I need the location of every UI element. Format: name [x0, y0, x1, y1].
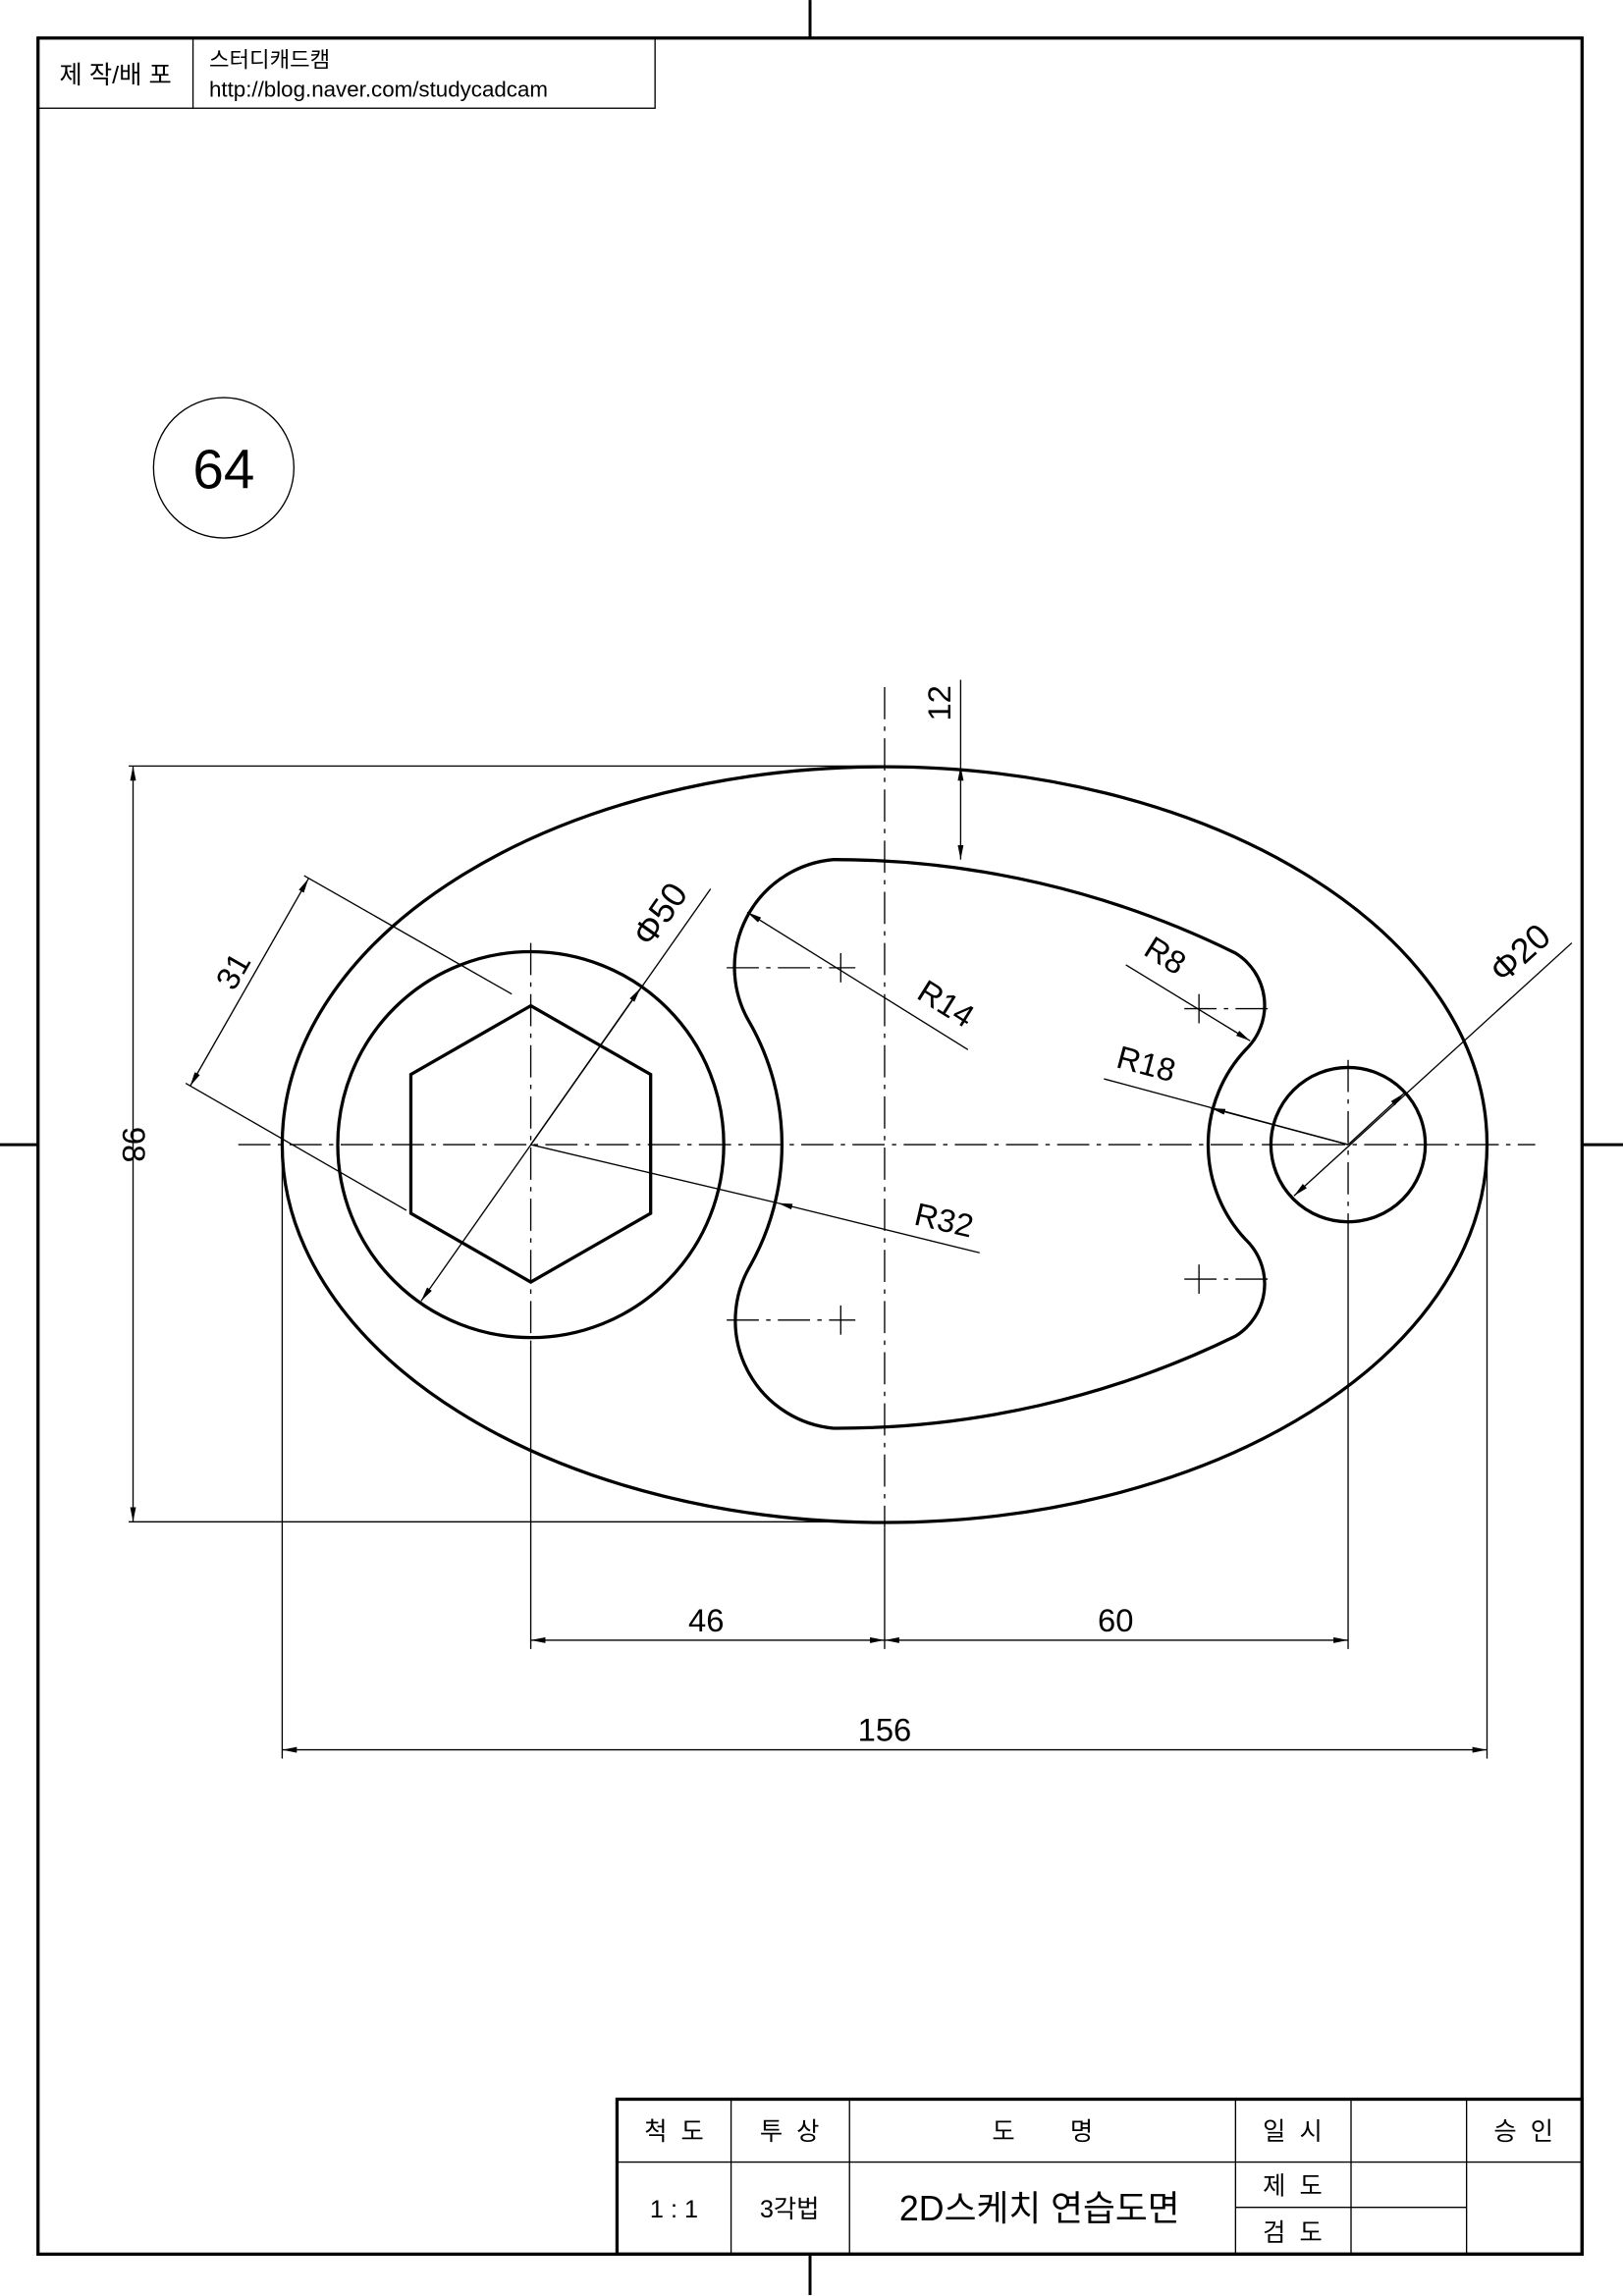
hexagon [408, 1003, 653, 1284]
date-label: 일 시 [1263, 2118, 1323, 2146]
small-hole [1269, 1065, 1428, 1224]
checked-label: 검 도 [1263, 2219, 1323, 2247]
dim-31-text: 31 [208, 946, 257, 995]
dimension-r18: R18 [1104, 1039, 1349, 1146]
dimension-r8: R8 [1125, 929, 1251, 1041]
author-header: 제 작/배 포 스터디캐드캠 http://blog.naver.com/stu… [37, 37, 656, 109]
dimension-98: 98 [116, 765, 885, 1522]
drafted-label: 제 도 [1263, 2172, 1323, 2200]
dimension-12: 12 [921, 679, 964, 860]
header-url: http://blog.naver.com/studycadcam [209, 77, 548, 101]
dimension-156: 156 [281, 1154, 1488, 1759]
dimension-phi50: Φ50 [420, 876, 712, 1302]
title-block: 척 도 투 상 도 명 일 시 승 인 1 : 1 3각법 제 도 검 도 2D… [615, 2097, 1584, 2257]
dimension-46-60: 46 60 [529, 1227, 1349, 1649]
dim-r14-text: R14 [911, 973, 981, 1035]
approve-label: 승 인 [1493, 2118, 1553, 2146]
part-outline [280, 765, 1489, 1524]
drawing-number-badge: 64 [152, 397, 295, 539]
sheet-border [36, 36, 1584, 2257]
header-author: 스터디캐드캠 [209, 48, 330, 73]
center-lines [238, 686, 1536, 1528]
drawing-name: 2D스케치 연습도면 [899, 2189, 1180, 2228]
drawing-number: 64 [192, 438, 254, 500]
dim-98-text: 98 [116, 1127, 152, 1162]
outer-ellipse [280, 765, 1489, 1524]
dimension-phi20: Φ20 [1293, 916, 1573, 1197]
dim-156-text: 156 [858, 1712, 912, 1748]
scale-label: 척 도 [644, 2118, 704, 2146]
dimension-r14: R14 [746, 911, 981, 1050]
dim-r32-text: R32 [911, 1196, 977, 1245]
scale-value: 1 : 1 [650, 2196, 698, 2223]
dim-46-text: 46 [688, 1602, 724, 1638]
dim-60-text: 60 [1098, 1602, 1133, 1638]
big-hole [336, 949, 726, 1340]
dim-r8-text: R8 [1138, 929, 1192, 982]
dim-12-text: 12 [921, 685, 957, 721]
inner-slot [732, 858, 1267, 1430]
dimension-r32: R32 [530, 1144, 980, 1254]
header-label: 제 작/배 포 [60, 62, 172, 89]
dim-r18-text: R18 [1113, 1039, 1180, 1089]
dim-phi50-text: Φ50 [624, 876, 695, 953]
projection-label: 투 상 [760, 2118, 820, 2146]
name-label: 도 명 [992, 2118, 1093, 2146]
dim-phi20-text: Φ20 [1482, 916, 1557, 989]
projection-value: 3각법 [760, 2196, 820, 2223]
